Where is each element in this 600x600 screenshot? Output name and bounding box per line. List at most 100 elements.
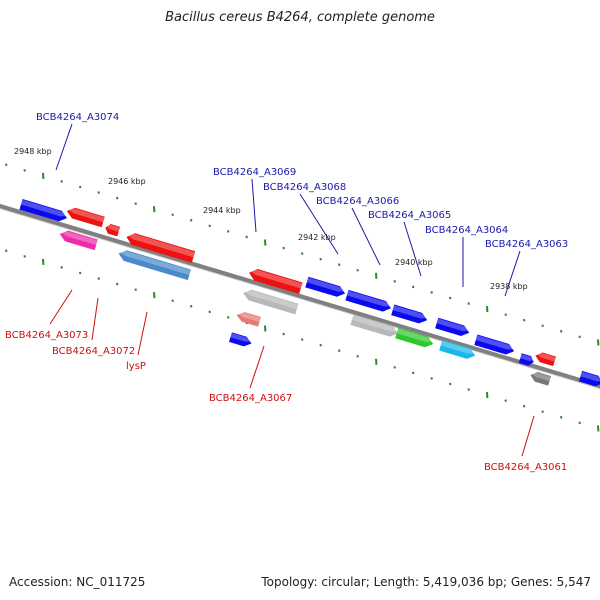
- forward-gene-arrow: [305, 276, 346, 297]
- gene-highlight: [531, 372, 551, 382]
- reverse-gene-label: BCB4264_A3067: [209, 393, 292, 404]
- tick-label: 2940 kbp: [395, 258, 433, 267]
- gene-highlight: [306, 277, 346, 292]
- reverse-gene-label: BCB4264_A3072: [52, 346, 135, 357]
- forward-gene-label: BCB4264_A3066: [316, 196, 399, 207]
- forward-gene-arrow: [518, 353, 535, 366]
- reverse-gene-arrow: [66, 207, 105, 228]
- gene-highlight: [436, 318, 470, 332]
- tick-label: 2946 kbp: [108, 177, 146, 186]
- forward-leader-line: [55, 123, 73, 171]
- tick-label: 2938 kbp: [490, 282, 528, 291]
- gene-features: [19, 199, 600, 387]
- forward-gene-label: BCB4264_A3065: [368, 210, 451, 221]
- topology-text: Topology: circular; Length: 5,419,036 bp…: [261, 575, 591, 589]
- forward-leader-line: [351, 207, 381, 266]
- reverse-gene-arrow: [126, 233, 196, 263]
- gene-body: [249, 269, 303, 295]
- backbone: [0, 203, 600, 390]
- tick-label: 2942 kbp: [298, 233, 336, 242]
- gene-labels: BCB4264_A3074BCB4264_A3069BCB4264_A3068B…: [5, 112, 568, 473]
- gene-body: [66, 207, 105, 228]
- forward-gene-arrow: [345, 289, 392, 312]
- gene-highlight: [119, 251, 191, 276]
- reverse-gene-arrow: [530, 372, 552, 386]
- reverse-gene-arrow: [118, 250, 192, 281]
- gene-highlight: [67, 208, 105, 223]
- forward-leader-line: [299, 193, 339, 255]
- gene-body: [19, 199, 67, 222]
- reverse-leader-line: [91, 297, 99, 341]
- forward-gene-arrow: [236, 312, 261, 327]
- forward-gene-arrow: [474, 334, 515, 355]
- forward-gene-label: BCB4264_A3063: [485, 239, 568, 250]
- forward-leader-line: [504, 250, 521, 297]
- gene-body: [105, 224, 121, 237]
- gene-highlight: [230, 333, 253, 342]
- gene-highlight: [243, 290, 299, 310]
- label-leaders: [49, 123, 535, 457]
- gene-body: [578, 370, 600, 387]
- gene-highlight: [520, 353, 535, 362]
- gene-body: [236, 312, 261, 327]
- gene-highlight: [249, 269, 303, 289]
- forward-gene-arrow: [229, 332, 253, 347]
- gene-body: [535, 352, 557, 367]
- reverse-gene-label: lysP: [126, 361, 146, 372]
- reverse-leader-line: [49, 289, 73, 325]
- forward-gene-arrow: [395, 327, 434, 348]
- tick-dots: [5, 163, 600, 432]
- forward-gene-label: BCB4264_A3069: [213, 167, 296, 178]
- forward-gene-label: BCB4264_A3074: [36, 112, 119, 123]
- forward-gene-label: BCB4264_A3068: [263, 182, 346, 193]
- reverse-gene-arrow: [535, 352, 557, 367]
- forward-gene-label: BCB4264_A3064: [425, 225, 508, 236]
- gene-highlight: [580, 371, 600, 382]
- gene-body: [395, 327, 434, 348]
- reverse-gene-arrow: [105, 224, 121, 237]
- gene-body: [345, 289, 392, 312]
- reverse-leader-line: [521, 415, 535, 457]
- gene-highlight: [392, 305, 428, 319]
- gene-body: [435, 317, 470, 337]
- backbone-line: [0, 203, 600, 389]
- reverse-leader-line: [137, 311, 148, 356]
- forward-gene-arrow: [19, 199, 68, 222]
- forward-gene-arrow: [578, 370, 600, 387]
- gene-highlight: [20, 199, 68, 217]
- gene-highlight: [127, 234, 195, 258]
- reverse-gene-arrow: [243, 289, 299, 315]
- forward-gene-arrow: [350, 314, 399, 337]
- gene-body: [126, 233, 196, 263]
- map-title: Bacillus cereus B4264, complete genome: [165, 10, 435, 25]
- accession-text: Accession: NC_011725: [9, 575, 146, 589]
- gene-body: [305, 276, 346, 297]
- gene-highlight: [536, 353, 556, 362]
- forward-gene-arrow: [439, 339, 476, 359]
- gene-highlight: [237, 312, 261, 323]
- reverse-gene-arrow: [59, 230, 98, 251]
- gene-body: [391, 304, 428, 324]
- gene-highlight: [346, 290, 392, 307]
- gene-highlight: [351, 315, 399, 332]
- forward-leader-line: [403, 221, 422, 277]
- reverse-gene-label: BCB4264_A3061: [484, 462, 567, 473]
- gene-body: [118, 250, 192, 281]
- gene-highlight: [475, 335, 515, 350]
- gene-body: [59, 230, 98, 251]
- gene-highlight: [440, 340, 476, 354]
- reverse-gene-arrow: [249, 269, 303, 295]
- gene-body: [518, 353, 534, 366]
- gene-body: [350, 314, 398, 337]
- reverse-leader-line: [249, 345, 265, 389]
- tick-label: 2944 kbp: [203, 206, 241, 215]
- gene-body: [439, 339, 476, 359]
- gene-highlight: [60, 231, 98, 246]
- gene-highlight: [396, 328, 434, 343]
- forward-gene-arrow: [391, 304, 428, 324]
- gene-body: [530, 372, 552, 386]
- forward-gene-arrow: [435, 317, 470, 337]
- reverse-gene-label: BCB4264_A3073: [5, 330, 88, 341]
